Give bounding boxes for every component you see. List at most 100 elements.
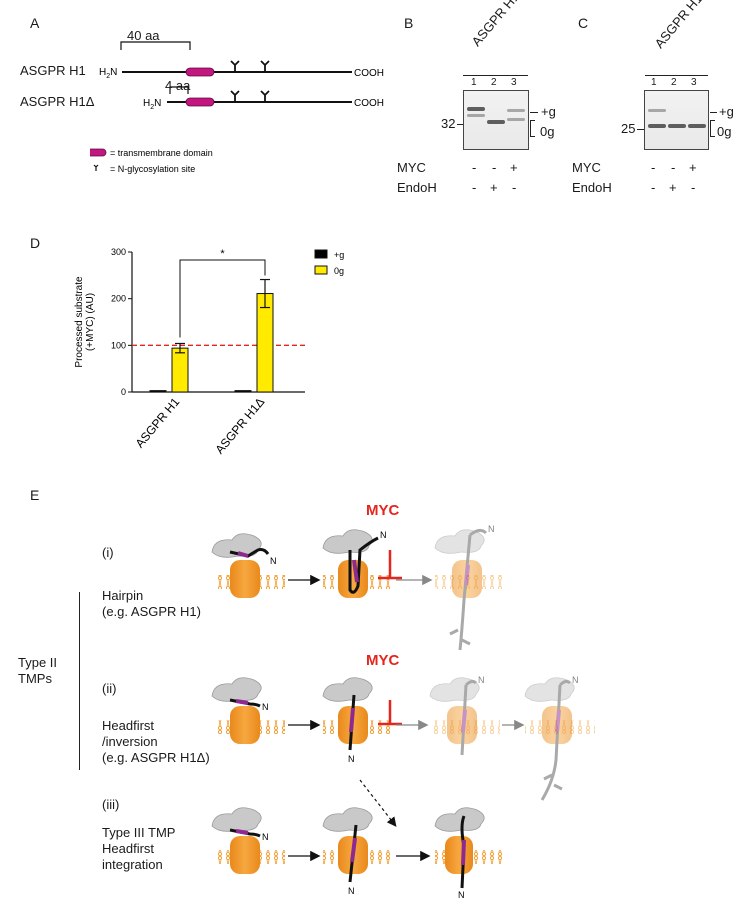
myc-inhibition-i [378,550,402,580]
panel-b-lane-3: 3 [511,77,517,88]
panel-c-myc-1: - [651,160,656,175]
legend-tm-swatch [90,148,107,157]
glyco-sites-1 [230,60,270,72]
legend-glyco-icon [93,164,99,171]
row-ii-label: (ii) [102,681,117,696]
panel-b-myc-label: MYC [397,160,426,175]
panel-c-endoh-2: + [669,180,677,195]
n-label-iii2: N [348,886,355,896]
bracket-40aa [120,41,191,50]
significance-bracket [179,259,266,338]
type2-label: Type II [18,655,58,670]
row-iii-step3-translocon: N [434,807,485,900]
panel-d-chart: Processed substrate (+MYC) (AU) 01002003… [74,247,344,457]
y-axis-label-line1: Processed substrate [74,276,85,368]
n-label-i1: N [270,556,277,566]
c-terminus-label-1: COOH [354,68,384,79]
panel-b-lane-line [463,75,528,76]
row-i-step1-translocon: N [211,533,277,598]
panel-c-gel [644,90,709,150]
panel-b-marker-tick [457,124,463,125]
myc-label-i: MYC [366,502,400,519]
row-iii-step2-translocon: N [322,807,373,896]
hairpin-label: Hairpin [102,588,144,603]
panel-c-lane-line [645,75,708,76]
significance-star: * [220,248,225,260]
type3-headfirst-label: Headfirst [102,841,155,856]
panel-c-lane-1: 1 [651,77,657,88]
y-tick-label: 100 [111,340,126,350]
row-i-step2-translocon: N [322,529,387,598]
n-terminus-label-2: H2N [143,98,161,111]
bar [256,293,274,393]
bracket-4aa-label: 4 aa [165,78,191,93]
panel-c-zerog: 0g [717,124,732,139]
panel-b-title: ASGPR H1 [468,0,523,49]
panel-c-letter: C [578,15,589,31]
panel-c-marker-tick [637,129,644,130]
panel-d-letter: D [30,235,41,251]
panel-b-myc-3: + [510,160,518,175]
bracket-40aa-label: 40 aa [127,28,160,43]
glyco-sites-2 [230,90,270,102]
asgpr-h1delta-label: ASGPR H1Δ [20,94,95,109]
row-iii-step1-translocon: N [211,807,269,874]
n-terminus-label-1: H2N [99,67,117,80]
panel-c-endoh-label: EndoH [572,180,612,195]
panel-c-lane-3: 3 [691,77,697,88]
panel-c-myc-label: MYC [572,160,601,175]
row-i-label: (i) [102,545,114,560]
legend-label: 0g [334,266,344,276]
myc-label-ii: MYC [366,652,400,669]
n-label-ii3: N [478,675,485,685]
panel-b-myc-2: - [492,160,497,175]
headfirst-label: Headfirst [102,718,155,733]
type3-label: Type III TMP [102,825,176,840]
panel-c-endoh-3: - [691,180,696,195]
bar [171,347,189,393]
panel-c-title: ASGPR H1Δ [651,0,711,51]
panel-b-endoh-1: - [472,180,477,195]
panel-b-plusg-tick [530,112,538,113]
row-iii-label: (iii) [102,797,120,812]
row-ii-step2-translocon: N [322,677,373,764]
panel-c-myc-3: + [689,160,697,175]
y-tick-label: 200 [111,294,126,304]
hairpin-example: (e.g. ASGPR H1) [102,604,201,619]
row-ii-step3-translocon: N [429,675,485,756]
panel-b-myc-1: - [472,160,477,175]
panel-c-endoh-1: - [651,180,656,195]
panel-a-diagram: H2N COOH H2N COOH = transmembrane domain… [90,41,384,174]
n-label-ii2: N [348,754,355,764]
panel-b-lane-2: 2 [491,77,497,88]
legend-swatch [314,249,328,259]
bracket-4aa [169,86,189,94]
panel-b-gel [463,90,529,150]
n-label-ii4: N [572,675,579,685]
y-tick-label: 0 [121,387,126,397]
c-terminus-label-2: COOH [354,98,384,109]
x-category-label: ASGPR H1 [133,395,183,451]
panel-c-plusg-tick [710,112,717,113]
row-ii-membranes [215,720,595,734]
n-label-iii1: N [262,832,269,842]
y-tick-label: 300 [111,247,126,257]
panel-b-marker: 32 [441,116,456,131]
myc-inhibition-ii [378,700,402,726]
bar [149,390,167,393]
panel-e-diagram: N N N N N [211,524,595,900]
panel-c-myc-2: - [671,160,676,175]
panel-c-marker: 25 [621,121,636,136]
panel-b-lane-1: 1 [471,77,477,88]
n-label-i2: N [380,530,387,540]
x-category-label: ASGPR H1Δ [212,395,267,457]
row-i-step3-translocon: N [434,524,495,651]
n-label-i3: N [488,524,495,534]
panel-b-zerog-bracket [530,120,535,137]
panel-b-zerog: 0g [540,124,555,139]
panel-b-plusg: +g [541,104,556,119]
panel-c-zerog-bracket [710,120,715,137]
tm-domain-2 [185,97,215,107]
panel-c-lane-2: 2 [671,77,677,88]
type2-bracket-line [79,592,80,770]
